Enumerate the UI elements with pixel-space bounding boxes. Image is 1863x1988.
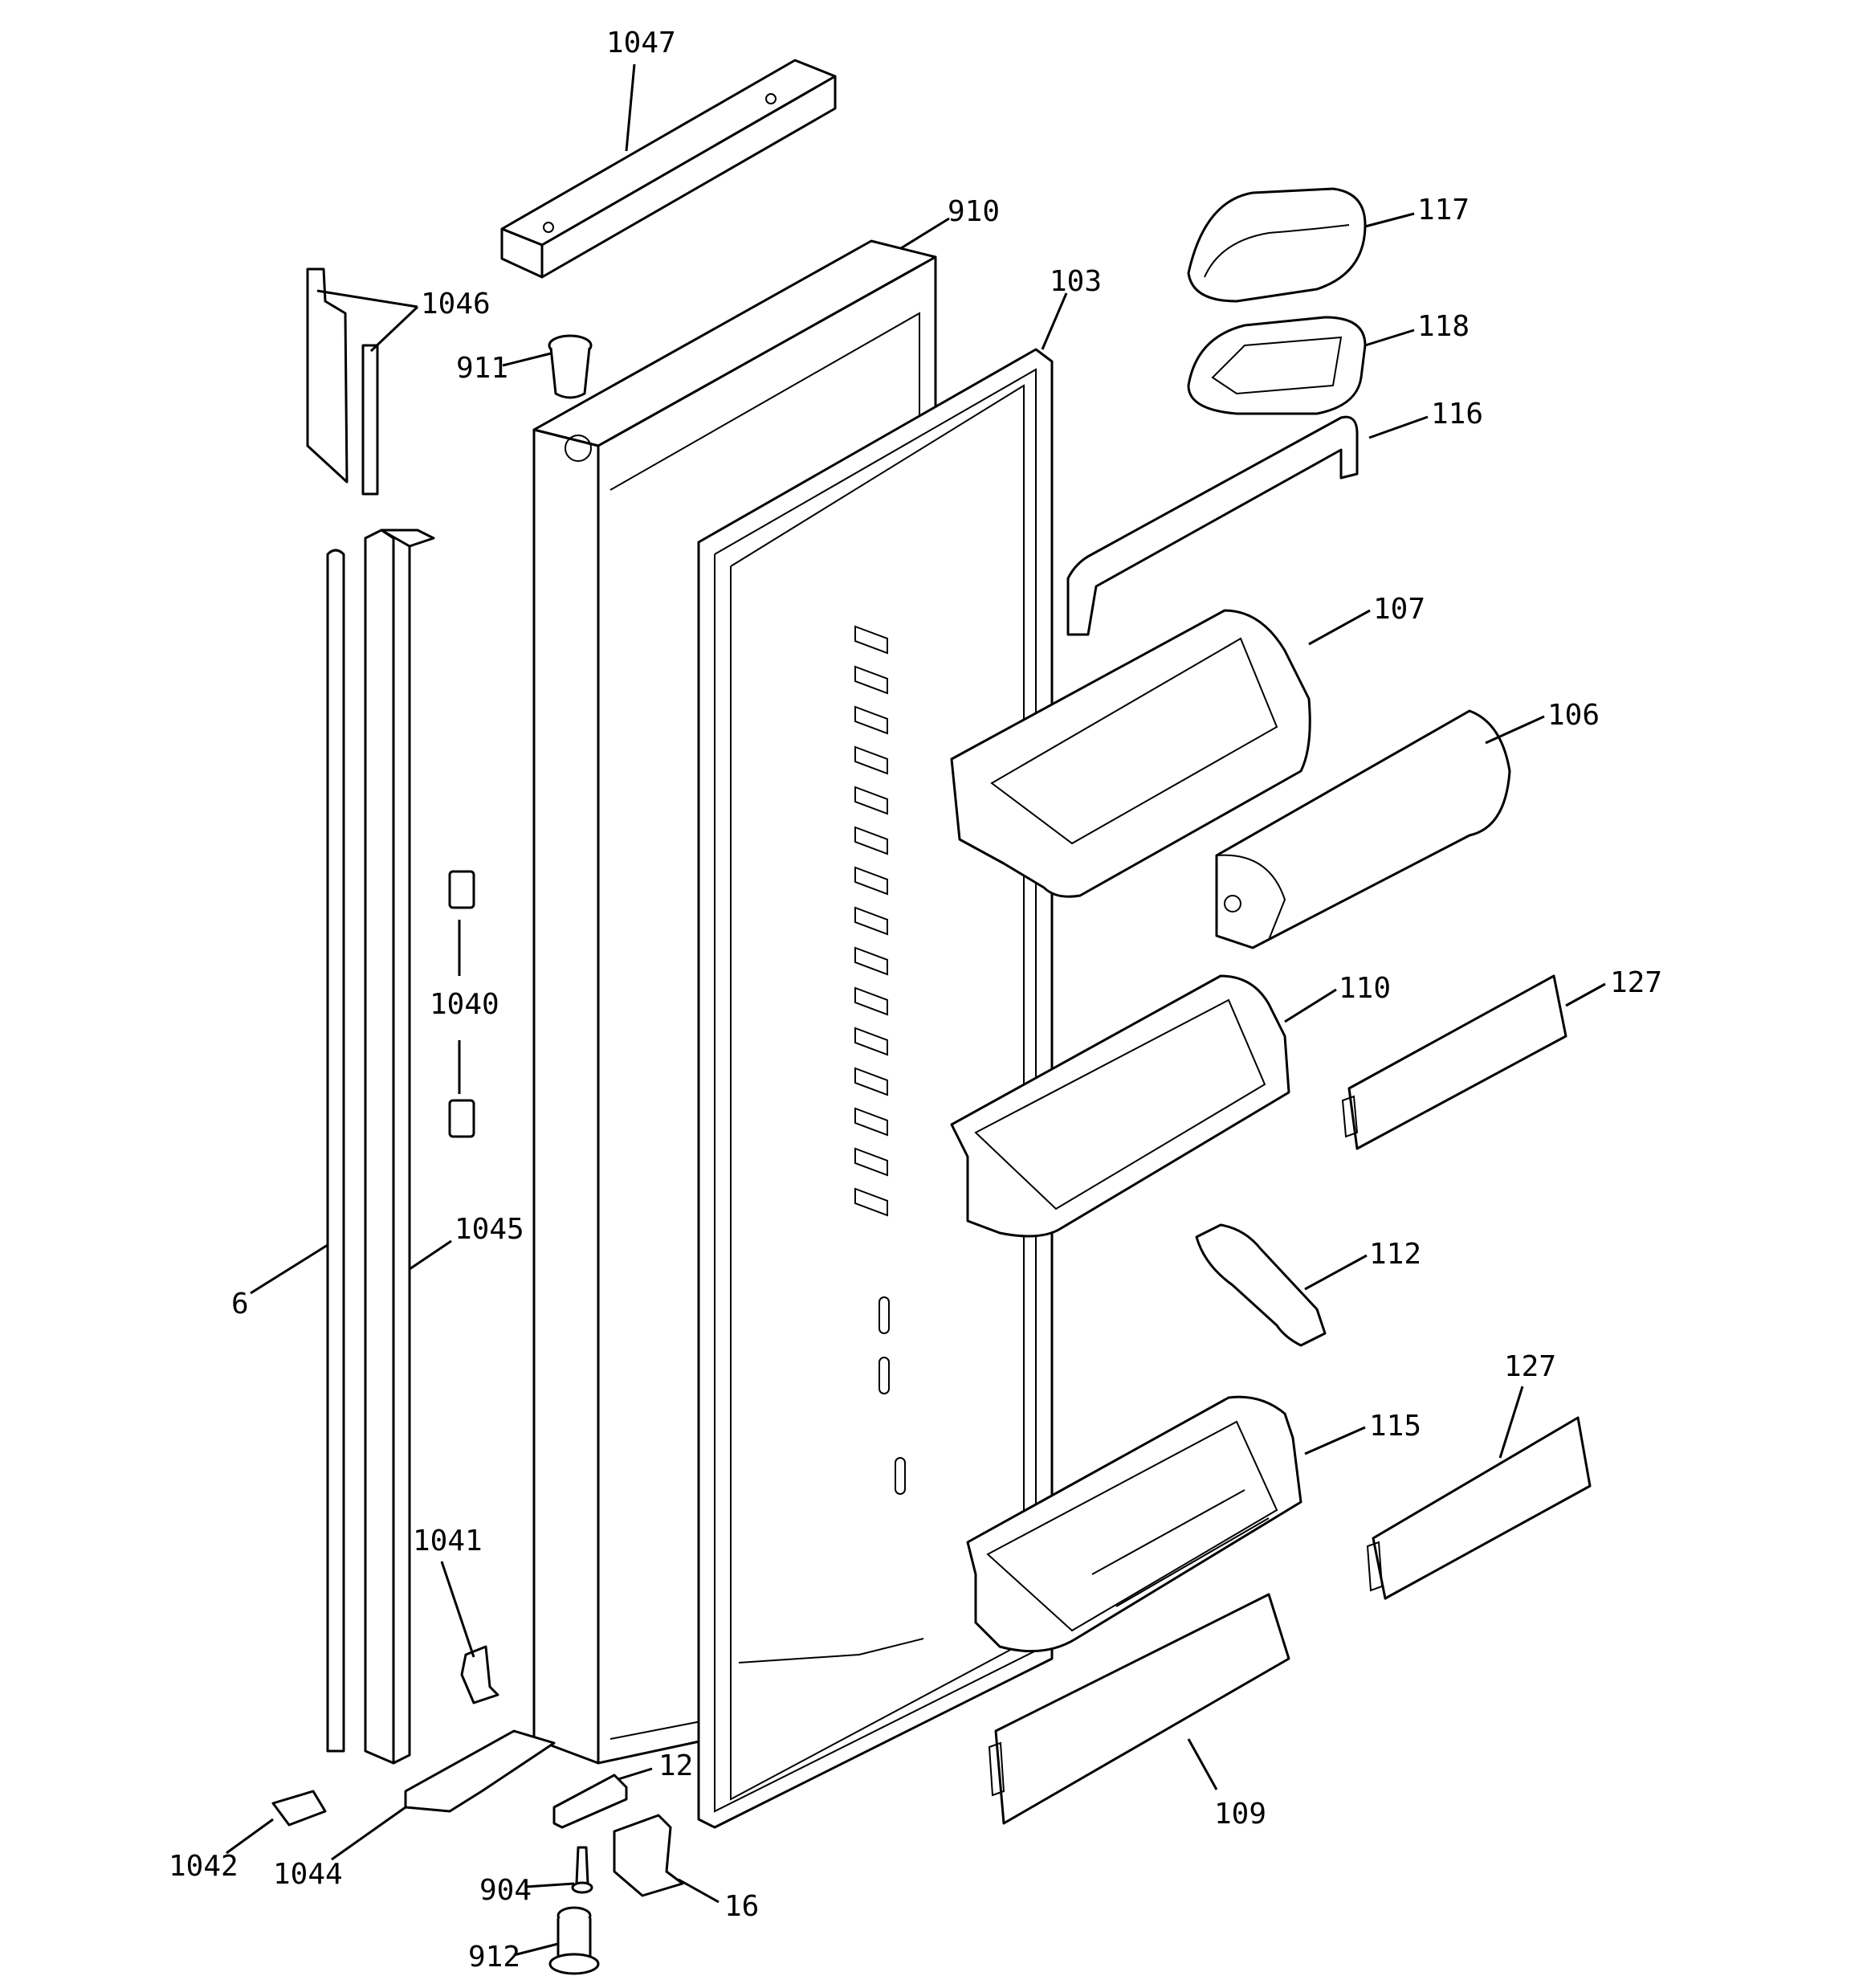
callout-12: 12 xyxy=(658,1749,693,1782)
leader-1042 xyxy=(226,1818,274,1855)
part-127-panel-lower xyxy=(1366,1416,1592,1600)
callout-116: 116 xyxy=(1431,398,1483,431)
part-911-bushing xyxy=(548,334,593,399)
leader-1045 xyxy=(409,1239,452,1271)
leader-6 xyxy=(250,1243,328,1295)
leader-118 xyxy=(1364,329,1415,347)
leader-910 xyxy=(900,217,950,250)
leader-911 xyxy=(502,352,552,367)
leader-110 xyxy=(1284,988,1337,1023)
part-115-bin xyxy=(966,1395,1302,1653)
part-117-cover xyxy=(1187,187,1367,303)
leader-115 xyxy=(1304,1426,1366,1455)
part-1044-bottom-plate xyxy=(404,1729,556,1813)
callout-106: 106 xyxy=(1547,699,1600,732)
leader-107 xyxy=(1308,609,1371,646)
callout-1044: 1044 xyxy=(273,1858,343,1891)
part-118-tray xyxy=(1187,316,1367,415)
callout-16: 16 xyxy=(724,1890,759,1923)
door-liner-shelf-tabs xyxy=(854,625,906,1495)
callout-127b: 127 xyxy=(1504,1350,1556,1383)
part-6-rod xyxy=(326,549,345,1753)
callout-1042: 1042 xyxy=(169,1850,238,1883)
part-127-panel-upper xyxy=(1341,974,1567,1150)
part-904-screw xyxy=(571,1846,593,1894)
callout-110: 110 xyxy=(1339,972,1391,1005)
leader-116 xyxy=(1368,415,1429,439)
leader-112 xyxy=(1304,1254,1368,1291)
leader-117 xyxy=(1364,212,1415,228)
leader-904 xyxy=(525,1882,575,1888)
callout-1047: 1047 xyxy=(606,27,676,59)
part-106-bin xyxy=(1215,709,1511,949)
callout-117: 117 xyxy=(1417,194,1470,227)
callout-1046: 1046 xyxy=(421,288,491,320)
callout-1041: 1041 xyxy=(413,1525,483,1557)
callout-127a: 127 xyxy=(1610,966,1662,999)
callout-112: 112 xyxy=(1369,1238,1421,1271)
leader-127b xyxy=(1498,1386,1524,1459)
callout-1040: 1040 xyxy=(430,988,499,1021)
part-1042-clip xyxy=(271,1790,327,1827)
part-107-bin xyxy=(950,609,1311,898)
part-1045-channel xyxy=(364,529,435,1765)
part-112-bracket xyxy=(1195,1223,1327,1347)
callout-109: 109 xyxy=(1214,1798,1266,1831)
leader-1047 xyxy=(625,63,636,152)
leader-16 xyxy=(678,1878,720,1904)
leader-1041 xyxy=(440,1561,475,1658)
callout-labels: 1047 910 103 117 118 116 1046 911 107 10… xyxy=(169,27,1662,1974)
callout-115: 115 xyxy=(1369,1410,1421,1443)
part-1041-bracket xyxy=(460,1645,499,1704)
leader-1046 xyxy=(316,289,419,353)
part-16-hinge xyxy=(613,1814,684,1897)
part-109-front-bar xyxy=(988,1593,1290,1825)
part-1047-top-trim xyxy=(500,59,837,279)
part-110-bin xyxy=(950,974,1290,1238)
callout-103: 103 xyxy=(1050,265,1102,298)
callout-leader-lines xyxy=(226,63,1606,1957)
callout-1045: 1045 xyxy=(455,1213,524,1246)
part-116-trim xyxy=(1066,415,1359,636)
callout-911: 911 xyxy=(456,352,508,385)
leader-12 xyxy=(618,1767,653,1781)
part-12-hinge-plate xyxy=(552,1774,628,1829)
part-1040-brackets xyxy=(448,870,475,1138)
callout-6: 6 xyxy=(231,1288,249,1321)
leader-106 xyxy=(1485,715,1545,745)
part-912-pin xyxy=(548,1906,600,1975)
callout-904: 904 xyxy=(479,1874,532,1907)
part-1046-bracket xyxy=(306,267,379,496)
callout-912: 912 xyxy=(468,1941,520,1974)
leader-109 xyxy=(1187,1738,1218,1790)
leader-127a xyxy=(1565,982,1606,1007)
leader-103 xyxy=(1041,292,1068,350)
leader-1044 xyxy=(331,1806,406,1861)
callout-118: 118 xyxy=(1417,310,1470,343)
callout-107: 107 xyxy=(1373,593,1425,626)
leader-912 xyxy=(513,1942,559,1957)
part-103-door-gasket xyxy=(697,348,1054,1829)
callout-910: 910 xyxy=(948,195,1000,228)
